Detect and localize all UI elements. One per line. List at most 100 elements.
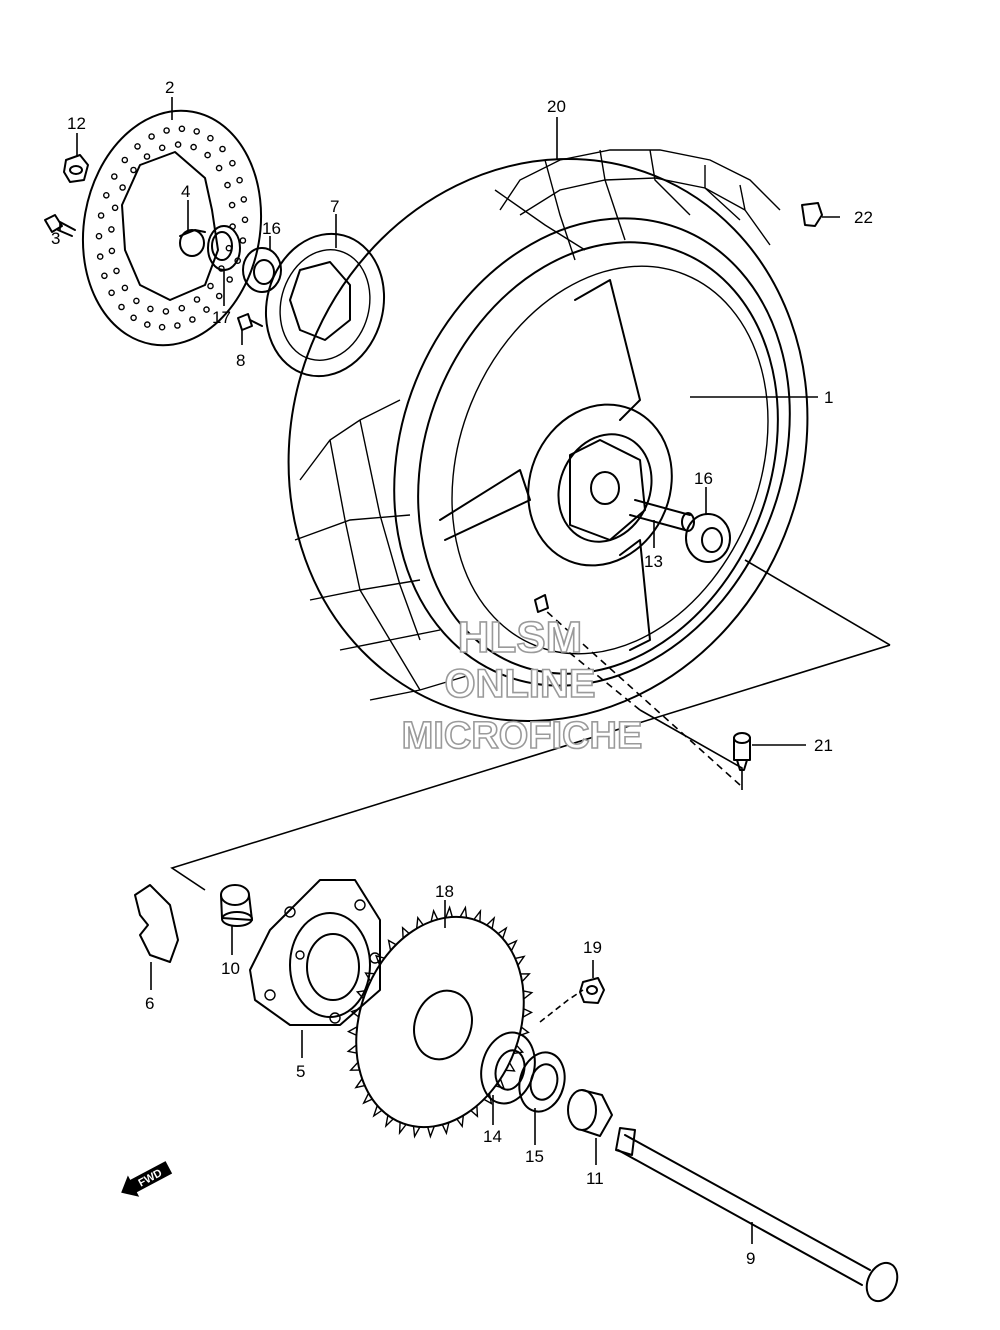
sprocket-tooth xyxy=(459,905,468,918)
fwd-label: FWD xyxy=(136,1167,164,1189)
disc-hole xyxy=(96,253,104,260)
disc-hole xyxy=(134,143,141,150)
spacer-11 xyxy=(567,1089,613,1137)
disc-hole xyxy=(97,212,105,219)
sprocket-tooth xyxy=(456,1115,464,1129)
callout-18: 18 xyxy=(435,882,454,901)
disc-hole xyxy=(226,276,233,283)
disc-hole xyxy=(228,201,236,209)
sprocket-tooth xyxy=(497,926,508,939)
bolt-8 xyxy=(237,313,263,331)
callout-17: 17 xyxy=(212,308,231,327)
sprocket-tooth xyxy=(350,1007,361,1018)
callout-16-left: 16 xyxy=(262,219,281,238)
spacer-10 xyxy=(220,884,253,927)
disc-hole xyxy=(174,141,182,148)
disc-hole xyxy=(143,321,151,328)
disc-hole xyxy=(103,191,110,199)
callout-20: 20 xyxy=(547,97,566,116)
disc-hole xyxy=(95,232,103,240)
sprocket-tooth xyxy=(374,954,385,966)
disc-hole xyxy=(241,216,249,224)
disc-hole xyxy=(240,196,248,203)
disc-hole xyxy=(174,322,181,329)
rear-wheel-and-tire xyxy=(287,149,809,722)
sprocket-tooth xyxy=(346,1026,358,1036)
seal-17 xyxy=(207,225,241,271)
sprocket-tooth xyxy=(354,1078,365,1089)
sprocket-tooth xyxy=(401,926,410,939)
sprocket-tooth xyxy=(430,908,439,922)
disc-hole xyxy=(178,304,186,312)
sprocket-tooth xyxy=(522,1008,534,1018)
nut-19 xyxy=(579,977,605,1004)
sprocket-tooth xyxy=(346,1044,357,1054)
disc-hole xyxy=(229,159,236,167)
watermark: HLSM ONLINE MICROFICHE xyxy=(401,612,643,758)
assembly-guide-lines xyxy=(170,559,891,1023)
callout-8: 8 xyxy=(236,351,245,370)
disc-hole xyxy=(121,284,129,292)
disc-hole xyxy=(148,133,155,140)
callout-21: 21 xyxy=(814,736,833,755)
axle-9 xyxy=(615,1127,899,1303)
sprocket-tooth xyxy=(515,955,526,966)
sensor-rotor-7 xyxy=(264,232,386,378)
damper-6 xyxy=(134,884,179,963)
bolt-3 xyxy=(44,214,76,237)
sprocket-tooth xyxy=(416,915,424,929)
sprocket-tooth xyxy=(505,1062,516,1072)
sprocket-tooth xyxy=(513,1044,525,1055)
sprocket-tooth xyxy=(349,1061,360,1071)
disc-hole xyxy=(189,316,196,323)
watermark-line-1: HLSM xyxy=(458,613,583,662)
watermark-line-2: ONLINE xyxy=(444,662,595,706)
callout-22: 22 xyxy=(854,208,873,227)
collar-4 xyxy=(179,229,206,257)
brake-disc xyxy=(81,109,263,347)
disc-hole xyxy=(101,272,108,280)
disc-hole xyxy=(239,237,247,244)
callout-16-right: 16 xyxy=(694,469,713,488)
disc-hole xyxy=(130,314,137,322)
disc-hole xyxy=(162,308,170,315)
disc-hole xyxy=(121,156,129,164)
disc-hole xyxy=(193,128,200,135)
disc-hole xyxy=(215,292,223,300)
disc-hole xyxy=(133,297,140,305)
disc-hole xyxy=(147,305,154,313)
disc-hole xyxy=(224,181,231,189)
sprocket-tooth xyxy=(384,1115,394,1129)
disc-hole xyxy=(215,164,223,172)
callout-11: 11 xyxy=(586,1169,604,1188)
disc-hole xyxy=(130,166,137,174)
disc-hole xyxy=(108,289,115,297)
disc-hole xyxy=(219,145,226,153)
sprocket-tooth xyxy=(412,1126,421,1139)
disc-hole xyxy=(113,267,120,275)
callout-19: 19 xyxy=(583,938,602,957)
callout-1: 1 xyxy=(824,388,833,407)
sprocket-tooth xyxy=(507,939,518,952)
watermark-line-3: MICROFICHE xyxy=(402,715,643,757)
disc-hole xyxy=(108,247,116,255)
sprocket-tooth xyxy=(398,1122,407,1136)
nut-12 xyxy=(63,154,89,183)
callout-3: 3 xyxy=(51,229,60,248)
sprocket-tooth xyxy=(441,1122,450,1136)
callout-9: 9 xyxy=(746,1249,755,1268)
disc-hole xyxy=(207,282,214,290)
disc-hole xyxy=(158,323,166,331)
disc-hole xyxy=(207,134,214,142)
disc-hole xyxy=(236,176,243,184)
sprocket-tooth xyxy=(387,939,397,951)
fwd-arrow-icon: FWD xyxy=(121,1161,173,1197)
sprocket-tooth xyxy=(520,973,531,983)
callout-2: 2 xyxy=(165,78,174,97)
callout-labels: 2 12 3 4 16 7 17 8 20 22 1 16 13 21 18 1… xyxy=(51,78,873,1268)
disc-hole xyxy=(119,184,126,191)
disc-hole xyxy=(178,125,186,133)
sprocket-tooth xyxy=(486,915,496,929)
disc-hole xyxy=(108,226,115,233)
